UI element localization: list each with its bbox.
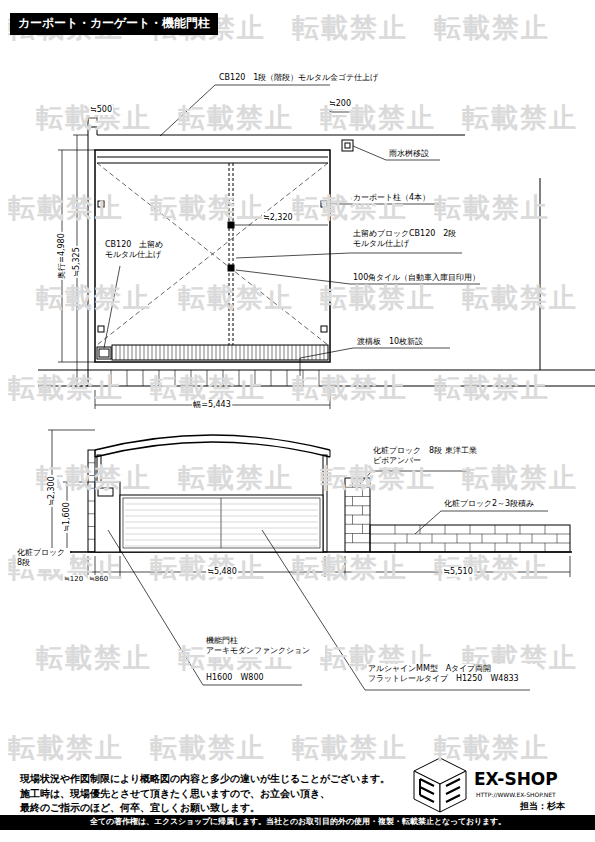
watermark: 転載禁止 <box>178 100 294 136</box>
note-text: 現場状況や作図制限により概略図の内容と多少の違いが生じることがございます。 施工… <box>20 772 400 816</box>
dimension-label: ≒860 <box>88 575 109 584</box>
center-beam <box>229 163 233 345</box>
logo-mark <box>420 779 460 802</box>
carport-roof <box>95 435 330 457</box>
grating-bars <box>116 345 324 360</box>
carport-post <box>98 326 104 332</box>
block-wall <box>370 525 570 552</box>
rain-catch-basin <box>345 143 350 148</box>
callout-label: カーポート柱（4本） <box>352 193 431 203</box>
carport-roof-outline <box>95 150 330 362</box>
dimension-label: ≒5,510 <box>442 567 474 577</box>
leader-line <box>353 146 440 160</box>
watermark: 転載禁止 <box>150 730 266 766</box>
dimension-label: ≒2,320 <box>262 213 294 223</box>
leader-line <box>236 253 462 258</box>
callout-label: 100角タイル（自動車入庫目印用） <box>352 273 481 283</box>
carport-post <box>321 326 327 332</box>
car-gate-slats <box>125 504 318 546</box>
logo-text: HTTP://WWW.EX-SHOP.NET <box>476 791 556 799</box>
callout-label: H1600 W800 <box>205 673 265 683</box>
dimension-label: ≒2,300 <box>47 475 57 507</box>
watermark: 転載禁止 <box>292 730 408 766</box>
watermark: 転載禁止 <box>36 640 152 676</box>
logo-text: 担当：杉本 <box>520 801 565 813</box>
copyright-band: 全ての著作権は、エクスショップに帰属します。当社とのお取引目的外の使用・複製・転… <box>0 815 595 830</box>
watermark: 転載禁止 <box>178 460 294 496</box>
title-bar: カーポート・カーゲート・機能門柱 <box>10 13 218 35</box>
dimension-label: 奥行=4,980 <box>57 232 67 280</box>
callout-label: 化粧ブロック2～3段積み <box>443 499 535 509</box>
drain-box <box>97 347 111 359</box>
callout-label: 渡構板 10枚新設 <box>356 337 424 347</box>
roof-diagonal <box>97 163 328 345</box>
leader-line <box>300 348 450 376</box>
watermark: 転載禁止 <box>434 730 550 766</box>
leader-line <box>160 85 330 136</box>
watermark: 転載禁止 <box>462 100 578 136</box>
car-gate-panel <box>123 498 320 548</box>
watermark: 転載禁止 <box>434 370 550 406</box>
callout-label: CB120 土留め モルタル仕上げ <box>104 240 170 261</box>
dimension-label: ≒200 <box>328 99 352 109</box>
callout-label: 土留めブロックCB120 2段 モルタル仕上げ <box>352 229 468 250</box>
grating-plate <box>112 345 328 360</box>
callout-label: 化粧ブロック 8段 東洋工業 ビボアンバー <box>372 446 484 467</box>
dimension-label: ≒1,600 <box>62 501 72 533</box>
callout-label: 化粧ブロック 8段 <box>16 548 70 569</box>
drain-box <box>99 349 109 357</box>
tile-marker <box>228 265 234 271</box>
watermark: 転載禁止 <box>36 280 152 316</box>
dimension-label: ≒5,325 <box>72 246 82 278</box>
leader-line <box>415 511 548 534</box>
roof-edge <box>97 157 328 163</box>
site-boundary <box>88 115 89 386</box>
watermark: 転載禁止 <box>462 280 578 316</box>
logo-text: EX-SHOP <box>474 768 558 790</box>
dimension-label: ≒5,480 <box>206 567 238 577</box>
watermark: 転載禁止 <box>150 190 266 226</box>
watermark: 転載禁止 <box>434 190 550 226</box>
watermark: 転載禁止 <box>292 550 408 586</box>
dimension-line <box>233 225 328 226</box>
watermark: 転載禁止 <box>8 190 124 226</box>
copyright-text: 全ての著作権は、エクスショップに帰属します。当社とのお取引目的外の使用・複製・転… <box>4 817 591 827</box>
watermark: 転載禁止 <box>8 370 124 406</box>
watermark: 転載禁止 <box>292 10 408 46</box>
rain-catch-basin <box>342 140 353 151</box>
watermark: 転載禁止 <box>8 730 124 766</box>
callout-label: CB120 1段（階段）モルタル金ゴテ仕上げ <box>218 73 379 83</box>
dimension-label: 幅=5,443 <box>192 400 232 410</box>
carport-roof <box>95 450 330 457</box>
title-text: カーポート・カーゲート・機能門柱 <box>18 16 210 30</box>
watermark: 転載禁止 <box>178 280 294 316</box>
watermark: 転載禁止 <box>434 10 550 46</box>
car-gate <box>120 495 323 552</box>
callout-label: 機能門柱 アーキモダンファンクション <box>205 636 325 657</box>
dimension-label: ≒500 <box>89 105 113 115</box>
callout-label: 雨水桝移設 <box>388 149 430 159</box>
car-gate-split <box>221 498 222 548</box>
watermark: 転載禁止 <box>320 280 436 316</box>
watermark: 転載禁止 <box>292 370 408 406</box>
callout-label: アルシャインMM型 Aタイプ両開 フラットレールタイプ H1250 W4833 <box>367 664 537 685</box>
dimension-label: ≒120 <box>63 575 84 584</box>
